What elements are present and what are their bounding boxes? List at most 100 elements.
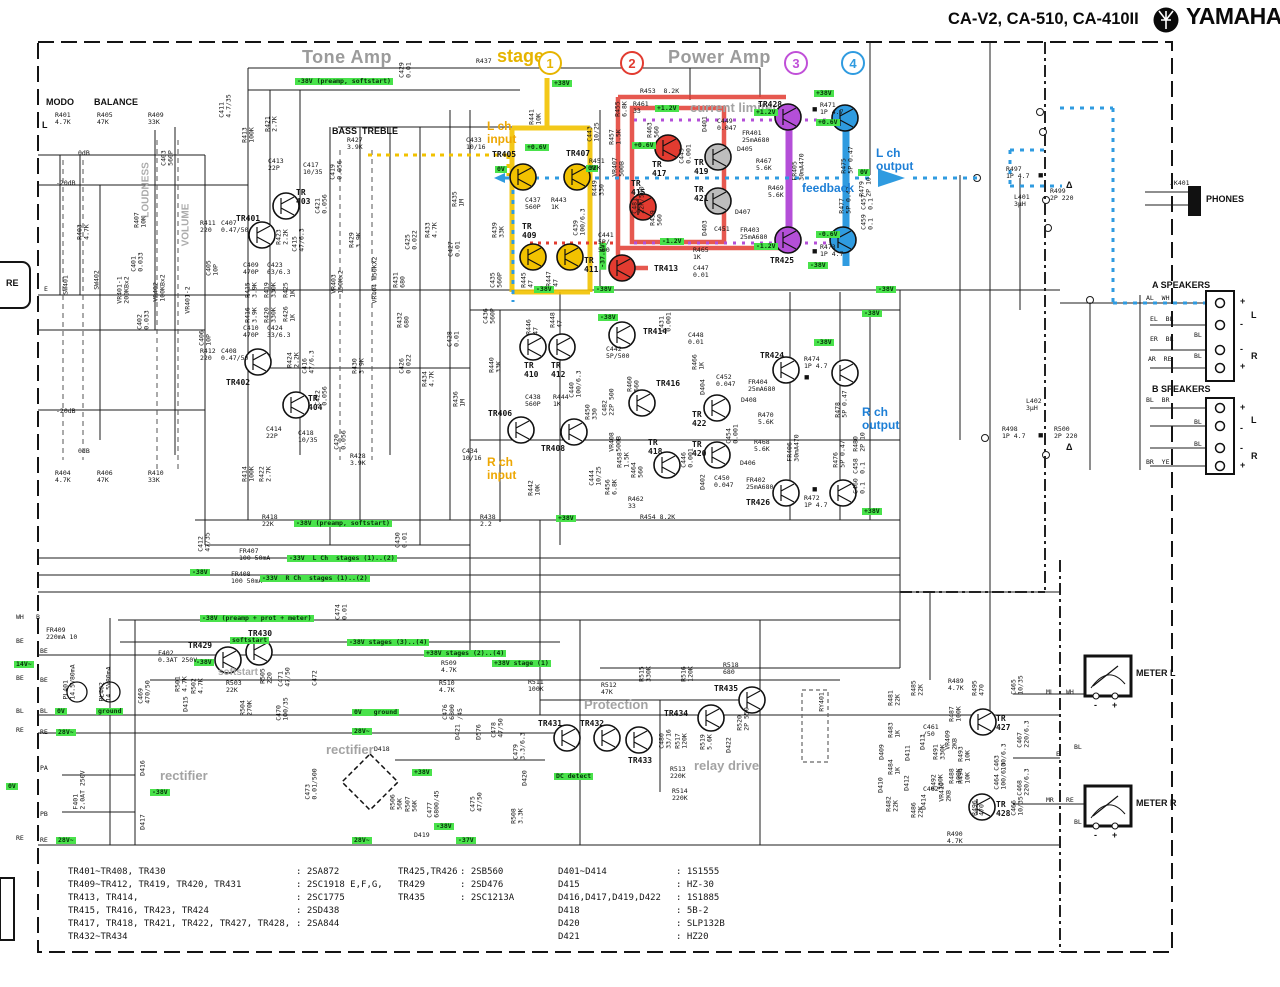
component-label: METER L: [1136, 668, 1176, 678]
component-label: C462: [923, 785, 939, 793]
component-label: R520 2P 550: [735, 707, 751, 731]
section-dividers: [900, 42, 1061, 952]
legend-row: D420: SLP132B: [558, 918, 818, 931]
component-label: R461 33: [633, 100, 649, 116]
component-label: R508 3.3K: [509, 808, 525, 824]
phones-jack-icon: [1188, 186, 1201, 216]
component-label: FR402 25mA680: [746, 476, 774, 492]
component-label: R451 33K: [589, 157, 605, 173]
component-label: R463 560: [645, 122, 661, 138]
transistor-tr407: [563, 163, 591, 191]
speakers-b-terminal-block: [1205, 397, 1235, 475]
component-label: +: [1240, 402, 1246, 412]
component-label: C452 0.047: [716, 373, 736, 389]
component-label: BL: [16, 707, 24, 715]
component-label: C477 6800/45: [425, 790, 441, 818]
component-label: C433 10/16: [466, 136, 486, 152]
component-label: R459 560: [648, 210, 664, 226]
component-label: BASS TREBLE: [332, 126, 399, 136]
component-label: C429 0.01: [397, 62, 413, 78]
component-label: R450 330: [583, 404, 599, 420]
transistor-label: TR 427: [996, 714, 1011, 733]
component-label: A SPEAKERS: [1152, 280, 1211, 290]
voltage-label: +38V: [556, 514, 576, 523]
voltage-label: -38V: [598, 313, 618, 322]
speaker-terminal: [1214, 420, 1226, 432]
component-label: R496 470: [970, 800, 986, 816]
component-label: C464 100/6.3: [992, 762, 1008, 790]
transistor-tr411: [556, 243, 584, 271]
component-label: C461 /50: [923, 723, 939, 739]
component-label: C447 0.01: [693, 264, 709, 280]
voltage-label: -38V: [190, 568, 210, 577]
component-label: R493 10K: [956, 746, 972, 762]
component-label: R419 330K: [262, 282, 278, 298]
component-label: R401 4.7K: [55, 111, 71, 127]
component-label: R ch input: [487, 455, 517, 483]
transistor-tr410: [519, 333, 547, 361]
component-label: C441 5P/ 500: [598, 231, 614, 254]
component-label: R441 10K: [527, 109, 543, 125]
component-label: C430 0.01: [393, 532, 409, 548]
component-label: C460 0.1: [851, 478, 867, 494]
component-label: C454 0.001: [724, 424, 740, 444]
component-label: R483 1K: [886, 722, 902, 738]
component-label: R462 33: [628, 495, 644, 511]
transistor-tr402: [244, 348, 272, 376]
voltage-label: -38V: [876, 285, 896, 294]
legend-part-type: : HZ-30: [676, 880, 714, 891]
component-label: R504 270K: [238, 700, 254, 716]
left-connector-box: [0, 261, 31, 309]
component-label: METER R: [1136, 798, 1177, 808]
component-label: R476 5P 0.47: [831, 440, 847, 468]
voltage-label: +38V: [862, 507, 882, 516]
component-label: R405 47K: [97, 111, 113, 127]
component-label: +: [1112, 830, 1118, 840]
component-label: R481 22K: [886, 690, 902, 706]
component-label: C403 560P: [159, 150, 175, 166]
voltage-label: -38V: [150, 788, 170, 797]
component-label: PHONES: [1206, 194, 1245, 204]
legend-part-names: D415: [558, 880, 580, 891]
component-label: ■: [812, 484, 818, 494]
component-label: D402: [698, 474, 707, 490]
component-label: R431 680: [391, 272, 407, 288]
legend-row: TR417, TR418, TR421, TR422, TR427, TR428…: [68, 918, 398, 944]
component-label: R429 3.9K: [347, 232, 363, 248]
component-label: C408 0.47/50: [221, 347, 249, 363]
component-label: RE: [40, 728, 48, 736]
component-label: R457 1.5K: [607, 129, 623, 145]
component-label: FR401 25mA680: [742, 129, 770, 145]
component-label: FR404 25mA680: [748, 378, 776, 394]
component-label: FR407 100 50mA: [239, 547, 271, 563]
component-label: R499 2P 220: [1050, 187, 1074, 203]
transistor-label: TR402: [226, 378, 251, 387]
component-label: C458 0.1: [851, 458, 867, 474]
component-label: R446 47: [524, 319, 540, 335]
component-label: -: [1240, 344, 1243, 354]
component-label: PA: [40, 764, 48, 772]
component-label: C414 22P: [266, 425, 282, 441]
voltage-label: 0V: [6, 782, 18, 791]
transistor-tr408: [560, 418, 588, 446]
transistor-label: TR 409: [522, 222, 537, 241]
speaker-terminal: [1214, 362, 1226, 374]
component-label: PL401 14.5V80mA: [61, 664, 77, 700]
voltage-label: +38V stage (1): [492, 659, 551, 668]
speaker-terminal: [1214, 344, 1226, 356]
component-label: C423 63/6.3: [267, 261, 291, 277]
transistor-tr427-meter: [969, 708, 997, 736]
voltage-label: 0V: [586, 164, 598, 173]
legend-part-names: TR417, TR418, TR421, TR422, TR427, TR428…: [68, 919, 296, 943]
transistor-label: TR433: [628, 756, 653, 765]
speaker-terminal: [1214, 319, 1226, 331]
transistor-label: TR 415: [631, 179, 646, 198]
component-label: C459 0.1: [859, 214, 875, 230]
legend-row: TR429: 2SD476: [398, 879, 568, 892]
component-label: D576: [474, 724, 483, 740]
legend-part-type: : 2SC1918 E,F,G,: [296, 880, 383, 891]
component-label: D417: [138, 814, 147, 830]
component-label: rectifier: [160, 768, 208, 783]
